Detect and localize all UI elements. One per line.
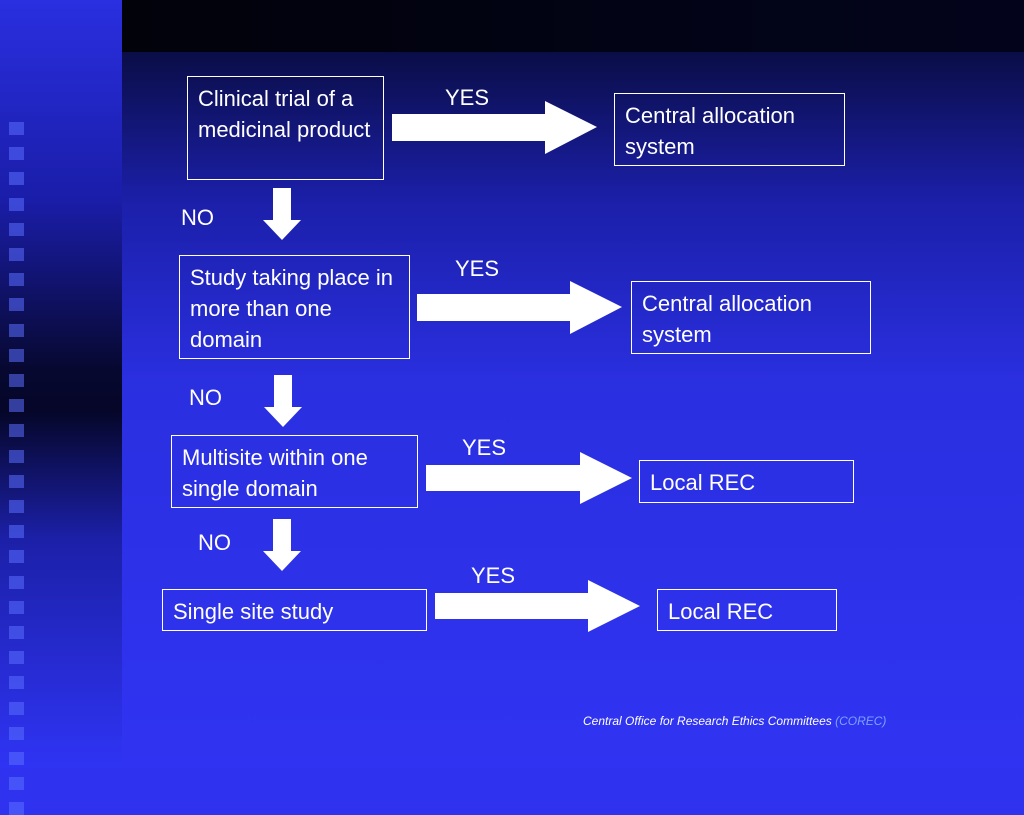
yes-arrow-3 [426, 452, 632, 504]
footer-organization: Central Office for Research Ethics Commi… [583, 714, 832, 728]
sidebar-square [9, 701, 24, 715]
yes-arrow-4 [435, 580, 640, 632]
sidebar-square [9, 600, 24, 614]
sidebar-square [9, 651, 24, 665]
top-band [122, 0, 1024, 52]
yes-label-4: YES [471, 563, 516, 588]
sidebar-square [9, 147, 24, 161]
yes-arrow-1 [392, 101, 597, 154]
no-label-1: NO [181, 205, 214, 230]
no-label-2: NO [189, 385, 222, 410]
sidebar-square [9, 676, 24, 690]
sidebar-square [9, 248, 24, 261]
sidebar-square [9, 550, 24, 564]
yes-label-2: YES [455, 256, 500, 281]
question-box-single-site: Single site study [162, 589, 427, 631]
no-arrow-1 [263, 188, 301, 240]
sidebar-square [9, 222, 24, 236]
question-box-clinical-trial: Clinical trial of a medicinal product [187, 76, 384, 180]
yes-label-1: YES [445, 85, 490, 110]
sidebar-square [9, 424, 24, 438]
yes-arrow-2 [417, 281, 622, 334]
outcome-box-local-rec-1: Local REC [639, 460, 854, 503]
sidebar-square [9, 726, 24, 740]
sidebar-square [9, 626, 24, 639]
outcome-box-central-allocation-2: Central allocation system [631, 281, 871, 354]
footer-abbreviation: (COREC) [835, 714, 887, 728]
question-box-multi-domain: Study taking place in more than one doma… [179, 255, 410, 359]
sidebar-square [9, 575, 24, 589]
sidebar-square [9, 323, 24, 337]
no-label-3: NO [198, 530, 231, 555]
sidebar-square [9, 525, 24, 539]
yes-label-3: YES [462, 435, 507, 460]
question-box-multisite: Multisite within one single domain [171, 435, 418, 508]
sidebar-square [9, 802, 24, 815]
outcome-box-central-allocation-1: Central allocation system [614, 93, 845, 166]
sidebar-square [9, 122, 24, 135]
sidebar-square [9, 172, 24, 186]
sidebar-square [9, 399, 24, 413]
footer-credit: Central Office for Research Ethics Commi… [583, 714, 886, 728]
no-arrow-2 [264, 375, 302, 427]
sidebar-square [9, 374, 24, 387]
decorative-sidebar [0, 0, 122, 815]
outcome-box-local-rec-2: Local REC [657, 589, 837, 631]
no-arrow-3 [263, 519, 301, 571]
sidebar-square [9, 777, 24, 791]
sidebar-square [9, 348, 24, 362]
sidebar-square [9, 752, 24, 765]
sidebar-square [9, 197, 24, 211]
sidebar-square [9, 273, 24, 287]
sidebar-square [9, 298, 24, 312]
sidebar-square [9, 474, 24, 488]
sidebar-square [9, 449, 24, 463]
sidebar-square [9, 500, 24, 513]
